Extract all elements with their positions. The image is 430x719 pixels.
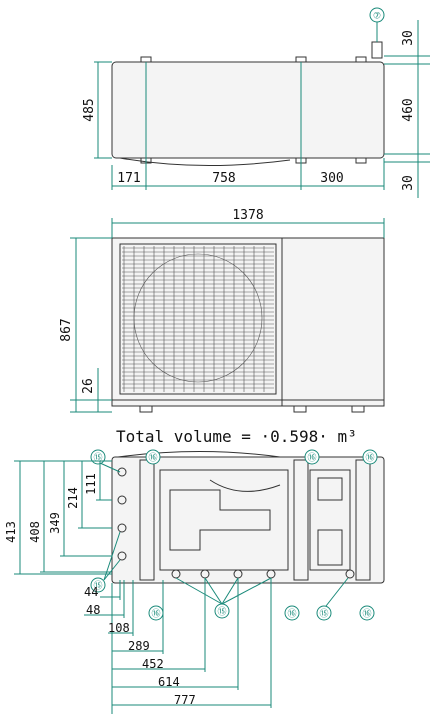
dim-777: 777 [174,693,196,707]
rail-middle [293,459,309,581]
callout-bubble [90,577,106,593]
foot-marker [355,157,367,164]
dim-408: 408 [28,521,42,543]
bottom-view-outline [111,456,385,584]
drain-hole [117,467,127,477]
foot [351,405,365,413]
bottom-view-top-curve [117,451,281,458]
dim-30-top: 30 [401,30,416,46]
foot-marker [295,56,307,63]
dim-485: 485 [82,98,97,121]
front-view: 1378 867 26 Total volume = ·0.598· m³ [59,208,385,446]
dim-44: 44 [84,585,98,599]
dim-48: 48 [86,603,100,617]
dim-867: 867 [59,318,74,341]
base-box [317,529,343,566]
top-view: ⑦ 485 171 758 300 30 460 30 [82,7,430,198]
dim-413: 413 [4,521,18,543]
foot [139,405,153,413]
leader-line [221,577,239,605]
foot [293,405,307,413]
rail-right [355,459,371,581]
callout-16: ⑯ [151,609,160,620]
callout-bubble [362,449,378,465]
top-view-outline [111,61,385,159]
dim-300: 300 [320,171,343,186]
callout-bubble [145,449,161,465]
leader-line [221,577,272,605]
leader-line [325,577,349,607]
dim-614: 614 [158,675,180,689]
dim-452: 452 [142,657,164,671]
drain-hole [117,551,127,561]
dim-30-bottom: 30 [401,175,416,191]
dim-1378: 1378 [232,208,263,223]
fan-grille-frame [119,243,277,395]
bottom-view: ⑮ ⑮ ⑮ ⑮ ⑯ ⑯ ⑯ ⑯ ⑯ ⑯ [4,449,385,714]
callout-16: ⑯ [287,609,296,620]
base-pan [159,469,289,571]
dim-460: 460 [401,98,416,121]
callout-15: ⑮ [319,609,328,620]
callout-16: ⑯ [148,453,157,464]
front-view-outline [111,237,385,407]
dim-108: 108 [108,621,130,635]
dim-26: 26 [81,378,96,394]
drain-hole [117,495,127,505]
base-ridge [209,479,281,492]
base-box [317,477,343,501]
callout-bubble [304,449,320,465]
leader-line [103,559,121,581]
callout-bubble [316,605,332,621]
valve-fitting [371,41,383,59]
drain-hole [117,523,127,533]
foot-marker [355,56,367,63]
dim-171: 171 [117,171,140,186]
fan-circle [133,253,263,383]
dim-111: 111 [84,473,98,495]
volume-label: Total volume = ·0.598· m³ [116,427,357,446]
foot-marker [140,56,152,63]
callout-16: ⑯ [362,609,371,620]
dim-214: 214 [66,487,80,509]
callout-15: ⑮ [93,581,102,592]
callout-bubble [359,605,375,621]
dim-289: 289 [128,639,150,653]
callout-16: ⑯ [365,453,374,464]
callout-bubble [214,603,230,619]
callout-15: ⑮ [93,453,102,464]
leader-line [204,577,223,605]
callout-15: ⑮ [217,607,226,618]
dim-758: 758 [212,171,235,186]
leader-line [175,577,223,605]
dim-349: 349 [48,512,62,534]
callout-16: ⑯ [307,453,316,464]
base-channel [169,489,271,551]
drain-hole [345,569,355,579]
callout-bubble [369,7,385,23]
leader-line [99,462,121,473]
callout-bubble [284,605,300,621]
top-view-base-curve [119,157,291,167]
callout-7: ⑦ [373,12,381,22]
fan-grille [122,246,274,392]
